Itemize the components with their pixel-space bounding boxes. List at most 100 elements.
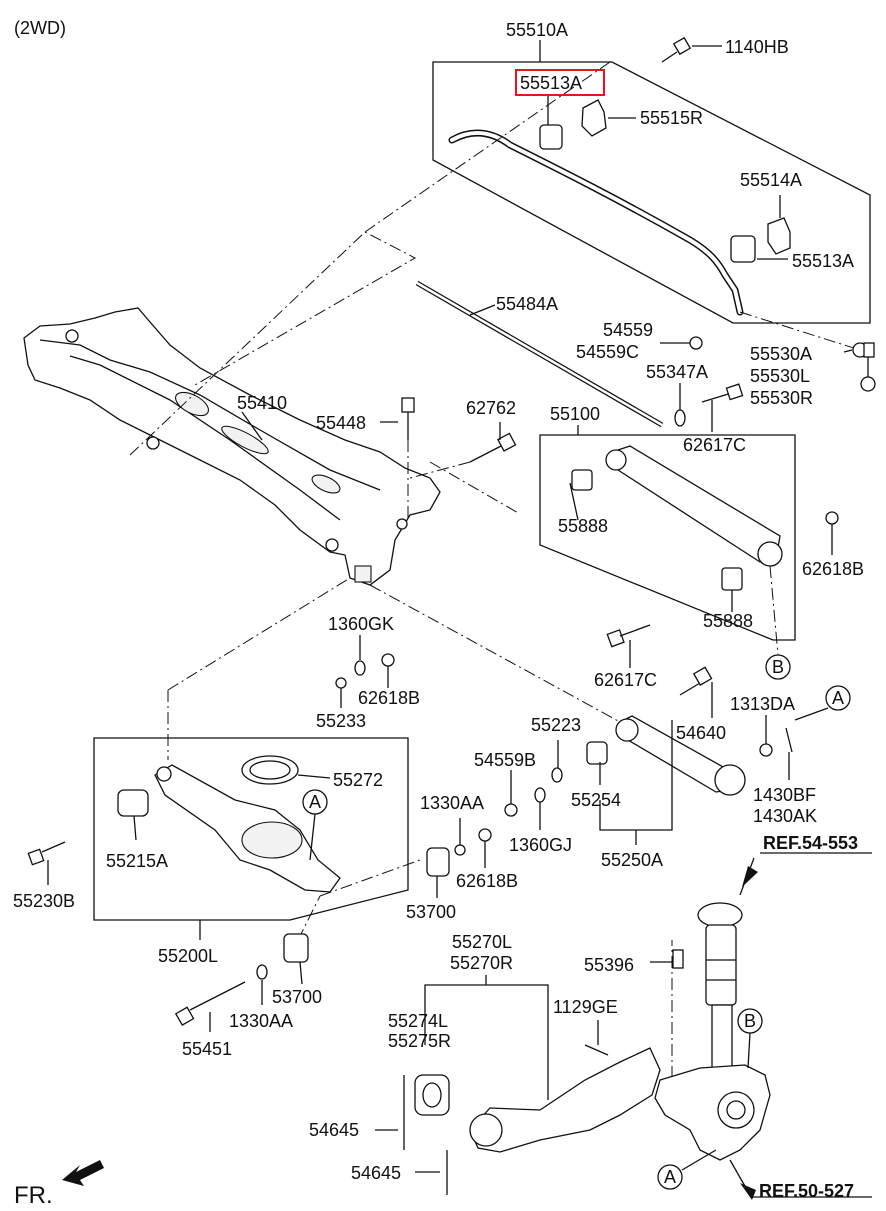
nut-54559[interactable] (660, 336, 703, 350)
bolt-62617C-top[interactable] (701, 383, 744, 432)
label-55250A[interactable]: 55250A (601, 850, 663, 870)
label-1360GJ[interactable]: 1360GJ (509, 835, 572, 855)
label-1430BF[interactable]: 1430BF (753, 785, 816, 805)
crossmember-projection-lines (129, 61, 673, 1100)
trailing-arm[interactable] (469, 1047, 661, 1153)
label-1129GE[interactable]: 1129GE (553, 997, 618, 1017)
bolt-1140HB[interactable] (661, 36, 692, 63)
label-55215A[interactable]: 55215A (106, 851, 168, 871)
bushing-bracket-55515R[interactable] (581, 99, 607, 137)
label-62618B-low[interactable]: 62618B (456, 871, 518, 891)
label-62617C-top[interactable]: 62617C (683, 435, 746, 455)
label-55200L[interactable]: 55200L (158, 946, 218, 966)
label-55530R[interactable]: 55530R (750, 388, 813, 408)
rod-55484A[interactable] (415, 280, 664, 428)
label-55451[interactable]: 55451 (182, 1039, 232, 1059)
lower-arm[interactable] (154, 764, 341, 893)
nuts-1330AA-62618B-mid[interactable] (454, 818, 492, 868)
label-54559B[interactable]: 54559B (474, 750, 536, 770)
bolt-55451[interactable] (174, 981, 246, 1032)
bolt-62617C-mid[interactable] (606, 624, 651, 668)
nut-54559B[interactable] (504, 803, 518, 817)
label-55100[interactable]: 55100 (550, 404, 600, 424)
label-54645-b[interactable]: 54645 (351, 1163, 401, 1183)
label-62617C-mid[interactable]: 62617C (594, 670, 657, 690)
bushing-55888-top[interactable] (571, 469, 593, 491)
bolt-62762[interactable] (469, 422, 517, 463)
washer-55347A[interactable] (674, 383, 686, 427)
label-1360GK[interactable]: 1360GK (328, 614, 394, 634)
label-55410[interactable]: 55410 (237, 393, 287, 413)
label-ref-54-553[interactable]: REF.54-553 (763, 833, 858, 853)
knuckle (654, 1064, 771, 1196)
label-55275R[interactable]: 55275R (388, 1031, 451, 1051)
label-55270L[interactable]: 55270L (452, 932, 512, 952)
label-55513A-right[interactable]: 55513A (792, 251, 854, 271)
label-62618B-mid[interactable]: 62618B (358, 688, 420, 708)
washer-55223[interactable] (551, 767, 563, 783)
label-55270R[interactable]: 55270R (450, 953, 513, 973)
bushing-55215A[interactable] (117, 789, 149, 817)
crossmember-55410[interactable] (23, 307, 441, 586)
label-55888-top[interactable]: 55888 (558, 516, 608, 536)
shock-absorber (697, 857, 755, 1096)
label-55233[interactable]: 55233 (316, 711, 366, 731)
label-1330AA-mid[interactable]: 1330AA (420, 793, 484, 813)
bolt-55396[interactable] (650, 949, 684, 969)
stabilizer-bar[interactable] (448, 129, 744, 316)
label-55448[interactable]: 55448 (316, 413, 366, 433)
label-53700-low[interactable]: 53700 (272, 987, 322, 1007)
label-62618B-right[interactable]: 62618B (802, 559, 864, 579)
label-54645-a[interactable]: 54645 (309, 1120, 359, 1140)
bushing-55888-bottom[interactable] (721, 567, 743, 591)
bushing-55274L[interactable] (414, 1074, 450, 1116)
cotter-pin-1430BF[interactable] (785, 707, 829, 780)
label-54559C[interactable]: 54559C (576, 342, 639, 362)
label-55272[interactable]: 55272 (333, 770, 383, 790)
bolt-55230B[interactable] (27, 841, 66, 885)
bushing-55254[interactable] (586, 741, 608, 765)
label-55484A[interactable]: 55484A (496, 294, 558, 314)
label-1430AK[interactable]: 1430AK (753, 806, 817, 826)
washer-1360GJ[interactable] (534, 787, 546, 803)
stabilizer-bushing-right[interactable] (730, 235, 756, 263)
label-53700-mid[interactable]: 53700 (406, 902, 456, 922)
label-1140HB[interactable]: 1140HB (725, 37, 789, 57)
callout-A-1: A (309, 792, 321, 812)
stabilizer-bushing-left[interactable] (539, 124, 563, 150)
bolt-54640[interactable] (679, 666, 713, 718)
label-55514A[interactable]: 55514A (740, 170, 802, 190)
bushing-bracket-55514A[interactable] (767, 217, 791, 255)
label-55223[interactable]: 55223 (531, 715, 581, 735)
nut-62618B-right[interactable] (825, 511, 839, 555)
label-55513A-highlighted[interactable]: 55513A (520, 73, 582, 93)
label-55510A[interactable]: 55510A (506, 20, 568, 40)
label-1313DA[interactable]: 1313DA (730, 694, 795, 714)
label-55254[interactable]: 55254 (571, 790, 621, 810)
ref-arrows (740, 852, 872, 1200)
label-55888-bottom[interactable]: 55888 (703, 611, 753, 631)
label-62762[interactable]: 62762 (466, 398, 516, 418)
label-1330AA-low[interactable]: 1330AA (229, 1011, 293, 1031)
label-55230B[interactable]: 55230B (13, 891, 75, 911)
label-55515R[interactable]: 55515R (640, 108, 703, 128)
label-55274L[interactable]: 55274L (388, 1011, 448, 1031)
label-55530A[interactable]: 55530A (750, 344, 812, 364)
washer-1330AA-low[interactable] (256, 964, 268, 1005)
label-54559[interactable]: 54559 (603, 320, 653, 340)
fr-label: FR. (14, 1182, 53, 1209)
lateral-arm[interactable] (611, 445, 781, 563)
bolt-55448[interactable] (380, 397, 415, 440)
label-54640[interactable]: 54640 (676, 723, 726, 743)
nut-1313DA[interactable] (759, 715, 773, 757)
spring-seat-55272[interactable] (241, 755, 331, 785)
washers-1360GK-62618B[interactable] (335, 635, 395, 708)
bushing-53700-low[interactable] (283, 933, 309, 985)
label-ref-50-527[interactable]: REF.50-527 (759, 1181, 854, 1201)
bushing-53700-mid[interactable] (426, 847, 450, 898)
label-55530L[interactable]: 55530L (750, 366, 810, 386)
label-55347A[interactable]: 55347A (646, 362, 708, 382)
stabilizer-link[interactable] (739, 311, 876, 392)
label-55396[interactable]: 55396 (584, 955, 634, 975)
callout-B-2: B (744, 1011, 756, 1031)
